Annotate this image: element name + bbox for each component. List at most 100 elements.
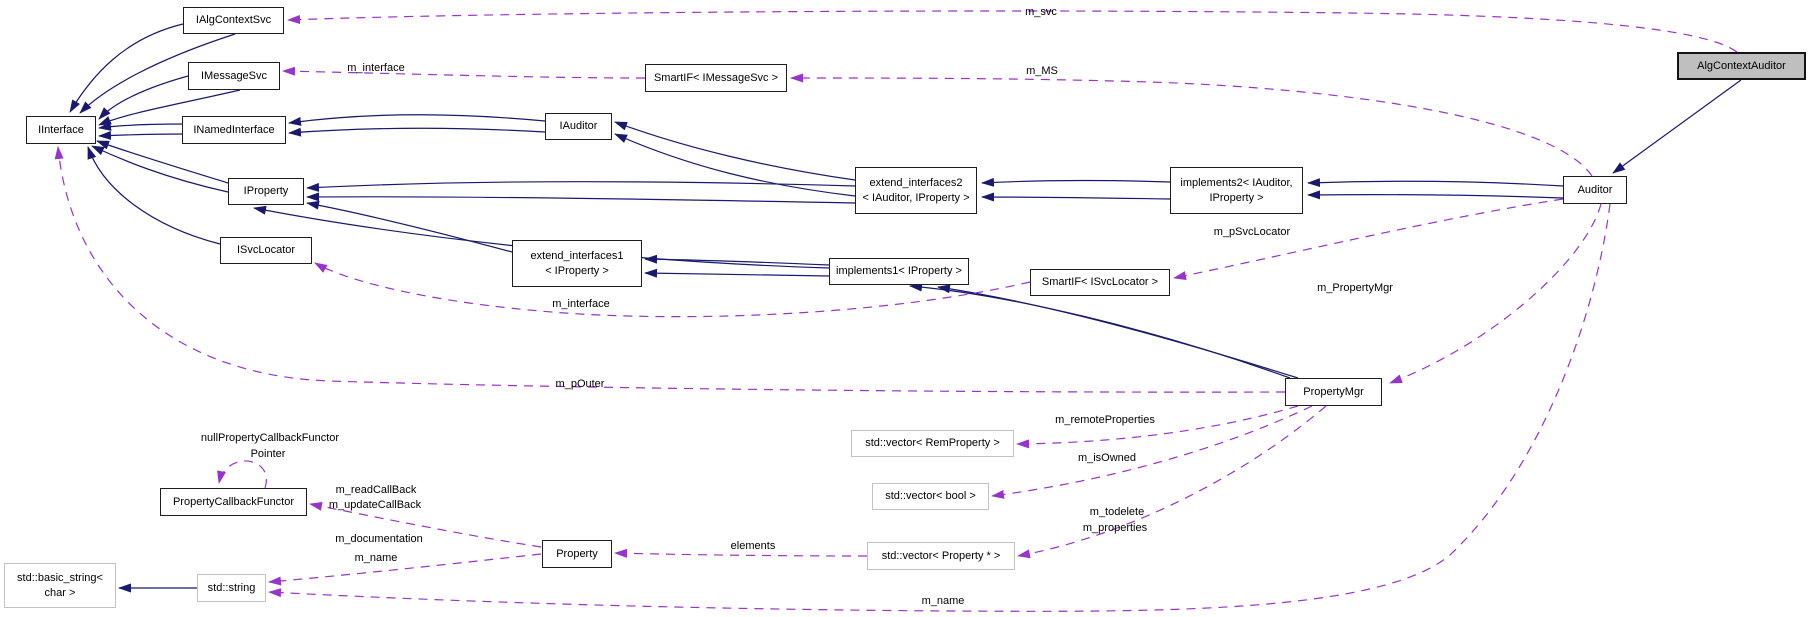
node-property[interactable]: Property [542,540,612,568]
node-label: PropertyCallbackFunctor [172,495,295,508]
node-label: < IProperty > [545,264,609,277]
node-label: IAuditor [559,120,598,133]
node-label: extend_interfaces1 [530,250,624,263]
node-label: std::vector< Property * > [881,549,1001,562]
node-implements2[interactable]: implements2< IAuditor, IProperty > [1170,167,1303,214]
edge-inherit-extendinterfaces2-iproperty-2 [306,192,856,204]
node-extend-interfaces1[interactable]: extend_interfaces1 < IProperty > [512,240,642,287]
edge-inherit-iauditor-inamedinterface-1 [288,114,546,126]
edge-usage-m-interface-mid [314,262,1031,318]
edge-inherit-extendinterfaces2-iauditor-2 [614,133,856,197]
node-iauditor[interactable]: IAuditor [545,113,612,140]
edge-inherit-implements2-extendinterfaces2-2 [981,192,1171,202]
edge-label-m-svc: m_svc [1025,6,1057,18]
node-label: IMessageSvc [200,69,268,82]
edge-label-m-readcallback: m_readCallBack [335,484,417,496]
node-label: IInterface [38,123,84,136]
node-label: INamedInterface [193,123,275,136]
edge-label-m-remoteproperties: m_remoteProperties [1055,414,1155,426]
node-label: std::string [207,581,256,594]
edge-usage-m-psvclocator [1173,198,1564,280]
edge-inherit-iproperty-iinterface-1 [96,140,229,184]
edge-label-null-functor-2: Pointer [250,448,286,460]
edge-inherit-imessagesvc-iinterface-2 [98,89,241,126]
edge-inherit-iproperty-iinterface-2 [91,145,229,193]
node-smartif-imessagesvc[interactable]: SmartIF< IMessageSvc > [645,64,787,92]
node-vector-bool: std::vector< bool > [872,483,989,510]
node-propertycallbackfunctor[interactable]: PropertyCallbackFunctor [160,488,307,516]
edge-usage-m-documentation-m-name [268,553,542,586]
edge-usage-m-pouter [54,146,1286,393]
node-label: SmartIF< ISvcLocator > [1041,276,1159,289]
node-ialgcontextsvc[interactable]: IAlgContextSvc [183,7,284,34]
node-std-string: std::string [197,574,266,602]
edge-inherit-implements1-extendinterfaces1-2 [644,268,830,278]
edge-inherit-propertymgr-implements1-1 [909,282,1291,379]
edge-label-m-properties: m_properties [1082,522,1148,534]
node-algcontextauditor: AlgContextAuditor [1677,52,1806,80]
edge-usage-elements [614,548,868,558]
node-vector-remproperty: std::vector< RemProperty > [851,430,1014,457]
node-extend-interfaces2[interactable]: extend_interfaces2 < IAuditor, IProperty… [855,167,977,214]
edge-usage-m-propertymgr [1389,203,1602,384]
edge-inherit-auditor-implements2-2 [1307,190,1564,200]
edge-usage-m-todelete-m-properties [1017,405,1327,559]
node-propertymgr[interactable]: PropertyMgr [1285,378,1382,406]
node-label: IProperty > [1209,191,1264,204]
node-label: Property [556,547,598,560]
edge-usage-m-ms [790,73,1593,177]
edge-label-m-pouter: m_pOuter [555,378,605,390]
edge-label-m-interface-mid: m_interface [552,298,610,310]
edge-label-null-functor-1: nullPropertyCallbackFunctor [200,432,340,444]
edge-usage-m-isowned [991,405,1313,499]
edge-label-elements: elements [730,540,776,552]
edge-inherit-extendinterfaces2-iauditor-1 [614,121,856,181]
node-label: char > [44,586,76,599]
edge-inherit-ialgcontextsvc-iinterface-2 [79,33,236,114]
edge-usage-m-name-auditor [268,203,1611,612]
node-label: std::vector< RemProperty > [865,437,1000,450]
edge-label-m-interface-top: m_interface [347,62,405,74]
node-label: PropertyMgr [1303,385,1364,398]
edge-usage-callbacks [309,501,542,548]
node-implements1[interactable]: implements1< IProperty > [829,258,969,285]
node-label: ISvcLocator [236,244,296,257]
node-iproperty[interactable]: IProperty [228,178,304,205]
edge-inherit-isvclocator-iinterface [87,146,221,245]
edge-inherit-implements2-extendinterfaces2-1 [981,177,1171,187]
node-label: extend_interfaces2 [869,177,963,190]
node-label: implements1< IProperty > [836,265,962,278]
edge-usage-m-remoteproperties [1016,405,1299,449]
node-label: IProperty [243,185,289,198]
edge-inherit-inamedinterface-iinterface-1 [98,121,183,131]
edge-label-m-ms: m_MS [1026,65,1058,77]
node-label: IAlgContextSvc [195,14,272,27]
edge-label-m-name-auditor: m_name [921,595,965,607]
node-isvclocator[interactable]: ISvcLocator [220,237,312,264]
edge-label-m-todelete: m_todelete [1089,506,1145,518]
edge-inherit-iauditor-inamedinterface-2 [288,127,546,137]
edge-inherit-extendinterfaces2-iproperty-1 [306,181,856,192]
edge-label-m-psvclocator: m_pSvcLocator [1213,226,1291,238]
node-auditor[interactable]: Auditor [1563,176,1627,204]
node-label: std::basic_string< [17,572,103,585]
edge-inherit-imessagesvc-iinterface-1 [98,75,189,120]
edge-usage-m-interface-top [282,66,646,79]
edge-inherit-algcontextauditor-auditor [1612,79,1742,174]
node-label: SmartIF< IMessageSvc > [653,71,779,84]
node-inamedinterface[interactable]: INamedInterface [182,116,286,144]
edge-label-m-isowned: m_isOwned [1077,452,1137,464]
edge-inherit-propertymgr-implements1-2 [937,284,1299,379]
node-basic-string: std::basic_string< char > [4,563,116,608]
edge-inherit-inamedinterface-iinterface-2 [98,130,183,140]
edge-label-m-updatecallback: m_updateCallBack [328,499,422,511]
node-imessagesvc[interactable]: IMessageSvc [188,62,280,90]
node-label: std::vector< bool > [885,490,976,503]
node-smartif-isvclocator[interactable]: SmartIF< ISvcLocator > [1030,269,1170,296]
edge-inherit-auditor-implements2-1 [1307,178,1564,188]
node-vector-property-ptr: std::vector< Property * > [867,542,1015,570]
edge-inherit-extendinterfaces1-iproperty [306,200,513,253]
node-label: Auditor [1577,183,1613,196]
node-iinterface[interactable]: IInterface [26,116,96,144]
